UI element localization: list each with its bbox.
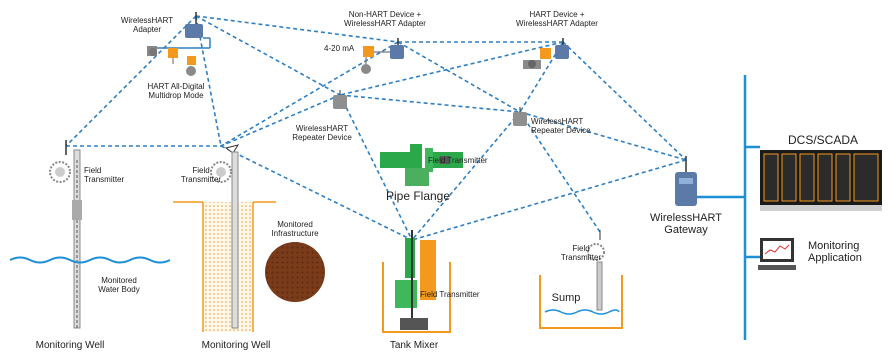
label-non-hart-device: Non-HART Device + WirelessHART Adapter (344, 10, 426, 28)
label-field-transmitter-mixer: Field Transmitter (420, 290, 480, 299)
label-field-transmitter-flange: Field Transmitter (428, 156, 488, 165)
repeater-right-icon (513, 107, 527, 126)
monitoring-well-1 (49, 140, 82, 329)
wirelesshart-adapter-icon (150, 12, 211, 49)
label-monitoring-well-1: Monitoring Well (35, 340, 105, 351)
monitored-infrastructure (265, 242, 325, 302)
label-field-transmitter-well2: Field Transmitter (180, 166, 222, 184)
pipe-flange-icon (380, 144, 463, 186)
label-hart-device: HART Device + WirelessHART Adapter (516, 10, 598, 28)
sump-icon (539, 230, 623, 329)
wired-bus (686, 75, 760, 340)
label-monitoring-application: Monitoring Application (808, 240, 862, 264)
label-pipe-flange: Pipe Flange (385, 189, 451, 203)
mesh-links (65, 15, 687, 241)
label-hart-multidrop: HART All-Digital Multidrop Mode (147, 82, 205, 100)
repeater-left-icon (333, 90, 347, 109)
label-monitoring-well-2: Monitoring Well (201, 340, 271, 351)
label-sump: Sump (551, 292, 581, 304)
label-field-transmitter-sump: Field Transmitter (560, 244, 602, 262)
label-gateway: WirelessHART Gateway (650, 212, 722, 236)
hart-device-icon (523, 38, 569, 69)
label-dcs-scada: DCS/SCADA (787, 133, 858, 147)
monitor-icon (758, 238, 796, 270)
tank-mixer-icon (382, 230, 451, 333)
non-hart-device-icon (361, 38, 404, 74)
label-monitored-water-body: Monitored Water Body (98, 276, 140, 294)
monitoring-well-2 (173, 144, 276, 332)
gateway-icon (675, 156, 697, 206)
label-4-20ma: 4-20 mA (324, 44, 355, 53)
dcs-rack-icon (760, 150, 882, 211)
label-tank-mixer: Tank Mixer (389, 340, 439, 351)
water-body (9, 256, 171, 264)
label-repeater-right: WirelessHART Repeater Device (531, 117, 591, 135)
label-wirelesshart-adapter: WirelessHART Adapter (120, 16, 174, 34)
label-monitored-infrastructure: Monitored Infrastructure (271, 220, 319, 238)
label-field-transmitter-well1: Field Transmitter (84, 166, 125, 184)
label-repeater-left: WirelessHART Repeater Device (292, 124, 352, 142)
multidrop-devices (147, 46, 196, 76)
